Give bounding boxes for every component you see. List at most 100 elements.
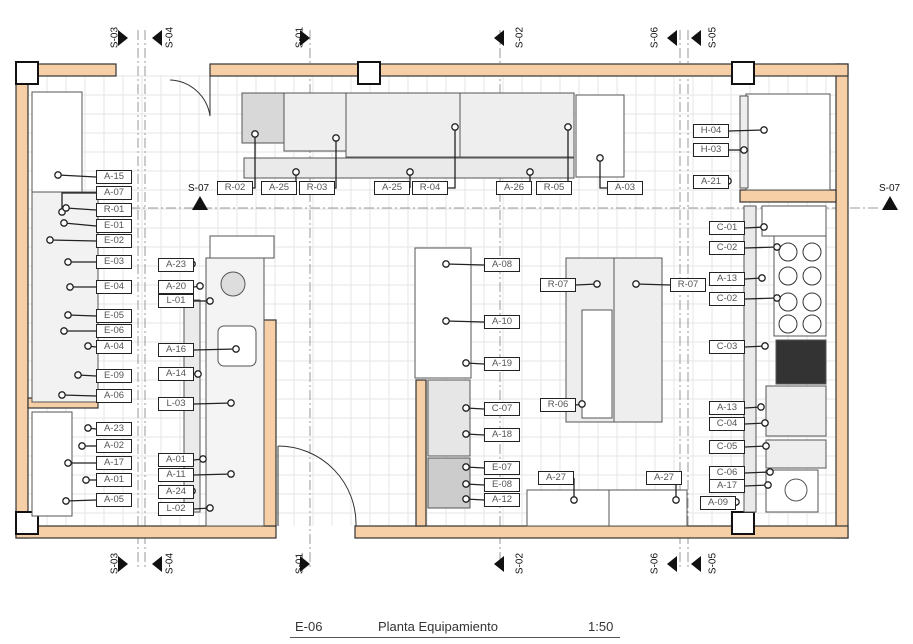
equipment-tag: A-24 <box>158 485 194 499</box>
equipment-tag: A-06 <box>96 389 132 403</box>
equipment-tag: E-04 <box>96 280 132 294</box>
leader-anchor <box>462 430 470 438</box>
equipment-tag: A-11 <box>158 468 194 482</box>
leader-anchor <box>632 280 640 288</box>
drawing-scale: 1:50 <box>588 619 614 634</box>
equipment-tag: C-01 <box>709 221 745 235</box>
section-label-top: S-02 <box>514 26 526 49</box>
leader-anchor <box>462 463 470 471</box>
leader-anchor <box>84 424 92 432</box>
equipment-tag: C-03 <box>709 340 745 354</box>
equipment-tag: A-25 <box>261 181 297 195</box>
equipment-tag: A-19 <box>484 357 520 371</box>
section-label-bottom: S-01 <box>294 552 306 575</box>
leader-line <box>61 192 96 212</box>
leader-line <box>57 174 97 178</box>
leader-anchor <box>60 219 68 227</box>
leader-anchor <box>773 243 781 251</box>
leader-anchor <box>227 470 235 478</box>
equipment-tag: A-15 <box>96 170 132 184</box>
equipment-tag: C-07 <box>484 402 520 416</box>
leader-anchor <box>406 168 414 176</box>
leader-line <box>448 127 456 189</box>
leader-line <box>335 138 337 189</box>
equipment-tag: R-05 <box>536 181 572 195</box>
equipment-tag: A-02 <box>96 439 132 453</box>
leader-line <box>445 320 485 323</box>
leader-anchor <box>570 496 578 504</box>
equipment-tag: A-04 <box>96 340 132 354</box>
equipment-tag: A-12 <box>484 493 520 507</box>
leader-anchor <box>227 399 235 407</box>
equipment-tag: E-01 <box>96 219 132 233</box>
leader-anchor <box>232 345 240 353</box>
leader-anchor <box>60 327 68 335</box>
equipment-tag: C-06 <box>709 466 745 480</box>
leader-anchor <box>206 297 214 305</box>
leader-anchor <box>462 404 470 412</box>
section-label-top: S-04 <box>164 26 176 49</box>
leader-line <box>744 246 778 249</box>
leader-anchor <box>526 168 534 176</box>
section-label-side: S-07 <box>879 183 901 194</box>
door <box>169 76 357 527</box>
leader-anchor <box>62 204 70 212</box>
equipment-tag: E-03 <box>96 255 132 269</box>
leader-anchor <box>199 455 207 463</box>
equipment-tag: A-01 <box>96 473 132 487</box>
leader-anchor <box>757 403 765 411</box>
leader-line <box>61 394 97 397</box>
leader-anchor <box>740 146 748 154</box>
equipment-tag: A-03 <box>607 181 643 195</box>
leader-line <box>635 283 671 286</box>
leader-line <box>728 129 765 132</box>
leader-line <box>744 471 771 474</box>
equipment-tag: A-26 <box>496 181 532 195</box>
equipment-tag: A-27 <box>538 471 574 485</box>
section-label-side: S-07 <box>188 183 210 194</box>
section-label-top: S-06 <box>649 26 661 49</box>
leader-line <box>65 499 97 502</box>
leader-anchor <box>64 258 72 266</box>
leader-anchor <box>82 476 90 484</box>
leader-line <box>193 348 237 351</box>
leader-line <box>193 473 232 476</box>
equipment-tag: C-04 <box>709 417 745 431</box>
leader-anchor <box>578 400 586 408</box>
equipment-tag: E-06 <box>96 324 132 338</box>
drawing-title: Planta Equipamiento <box>378 619 498 634</box>
equipment-tag: A-13 <box>709 401 745 415</box>
equipment-tag: A-27 <box>646 471 682 485</box>
leader-line <box>445 263 485 266</box>
leader-anchor <box>46 236 54 244</box>
leader-anchor <box>58 391 66 399</box>
equipment-tag: R-01 <box>96 203 132 217</box>
equipment-tag: A-16 <box>158 343 194 357</box>
section-label-top: S-01 <box>294 26 306 49</box>
section-label-bottom: S-06 <box>649 552 661 575</box>
equipment-tag: A-01 <box>158 453 194 467</box>
equipment-tag: A-23 <box>96 422 132 436</box>
leader-anchor <box>462 359 470 367</box>
leader-anchor <box>194 370 202 378</box>
section-markers <box>118 30 898 572</box>
section-label-bottom: S-05 <box>707 552 719 575</box>
leader-line <box>65 207 97 211</box>
leader-anchor <box>596 154 604 162</box>
equipment-tag: A-05 <box>96 493 132 507</box>
leader-anchor <box>760 126 768 134</box>
equipment-tag: A-25 <box>374 181 410 195</box>
leader-anchor <box>78 442 86 450</box>
title-underline <box>290 637 620 638</box>
equipment-tag: C-02 <box>709 292 745 306</box>
leader-line <box>63 222 97 227</box>
equipment-tag: A-18 <box>484 428 520 442</box>
equipment-tag: R-03 <box>299 181 335 195</box>
leader-anchor <box>292 168 300 176</box>
equipment-tag: E-02 <box>96 234 132 248</box>
equipment-tag: A-08 <box>484 258 520 272</box>
leader-anchor <box>761 342 769 350</box>
section-label-top: S-05 <box>707 26 719 49</box>
equipment-tag: A-21 <box>693 175 729 189</box>
